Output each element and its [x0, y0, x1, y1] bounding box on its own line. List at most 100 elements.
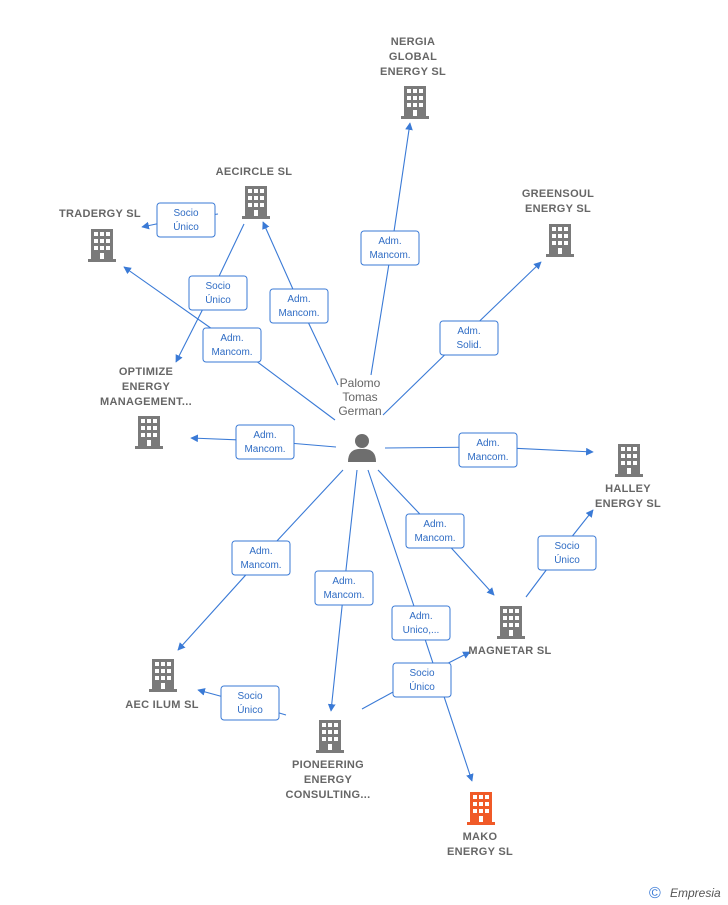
edge-label-p-mako[interactable]: Adm. Unico,...: [391, 605, 451, 641]
edge-label-box: [202, 327, 262, 363]
edge-label-text: Socio: [205, 281, 230, 292]
building-icon: [615, 444, 643, 477]
edge-label-text: Adm.: [287, 294, 310, 305]
edge-label-box: [269, 288, 329, 324]
edge-label-p-optimize[interactable]: Adm. Mancom.: [235, 424, 295, 460]
edge-label-box: [220, 685, 280, 721]
edge-label-p-tradergy[interactable]: Adm.Mancom.: [202, 327, 262, 363]
company-name: OPTIMIZE: [119, 366, 173, 378]
edge-label-p-aecilum[interactable]: Adm. Mancom.: [231, 540, 291, 576]
company-name: AECIRCLE SL: [216, 166, 293, 178]
company-node-aecircle[interactable]: AECIRCLE SL: [216, 166, 293, 219]
edge-label-text: Adm.: [457, 326, 480, 337]
building-icon: [497, 606, 525, 639]
company-name: AEC ILUM SL: [125, 699, 199, 711]
edge-label-box: [156, 202, 216, 238]
edge-label-text: Único: [409, 680, 435, 693]
edge-label-p-greensoul[interactable]: Adm. Solid.: [439, 320, 499, 356]
edge-label-box: [231, 540, 291, 576]
edge-label-box: [188, 275, 248, 311]
company-name: PIONEERING: [292, 759, 364, 771]
edge-label-text: Adm.: [249, 546, 272, 557]
edge-label-text: Mancom.: [240, 560, 281, 571]
brand-logo[interactable]: Empresia: [670, 886, 721, 900]
company-node-greensoul[interactable]: GREENSOUL ENERGY SL: [522, 188, 594, 257]
edge-label-p-magnetar[interactable]: Adm. Mancom.: [405, 513, 465, 549]
edge-label-text: Adm.: [253, 430, 276, 441]
company-name: ENERGY SL: [380, 66, 446, 78]
edge-label-text: Mancom.: [369, 250, 410, 261]
edge-label-text: Adm.: [476, 438, 499, 449]
edge-label-text: Adm.: [423, 519, 446, 530]
edge-label-text: Mancom.: [467, 452, 508, 463]
company-node-tradergy[interactable]: TRADERGY SL: [59, 208, 141, 262]
company-node-nergia[interactable]: NERGIA GLOBAL ENERGY SL: [380, 36, 446, 119]
edge-label-text: Único: [173, 220, 199, 233]
edge-label-box: [458, 432, 518, 468]
edge-labels-layer: Adm. Mancom. Adm. Mancom. Adm. Mancom. Adm. Sol…: [156, 202, 597, 721]
edge-label-box: [537, 535, 597, 571]
edge-label-box: [391, 605, 451, 641]
company-name: MANAGEMENT...: [100, 396, 192, 408]
company-node-aecilum[interactable]: AEC ILUM SL: [125, 659, 199, 711]
edge-label-text: Adm.: [378, 236, 401, 247]
nodes-layer: NERGIA GLOBAL ENERGY SL AECIRCLE SL TRADERGY…: [59, 36, 661, 858]
person-icon-body: [348, 448, 376, 462]
building-icon: [135, 416, 163, 449]
building-icon: [401, 86, 429, 119]
building-icon: [88, 229, 116, 262]
company-node-optimize[interactable]: OPTIMIZE ENERGY MANAGEMENT...: [100, 366, 192, 449]
edge-label-p-aecircle[interactable]: Adm. Mancom.: [269, 288, 329, 324]
edge-label-p-nergia[interactable]: Adm. Mancom.: [360, 230, 420, 266]
company-name: ENERGY: [304, 774, 353, 786]
company-name: GREENSOUL: [522, 188, 594, 200]
person-name: German: [338, 404, 381, 418]
edge-label-text: Mancom.: [278, 308, 319, 319]
company-name: ENERGY: [122, 381, 171, 393]
edge-label-text: Mancom.: [211, 347, 252, 358]
company-name: MAKO: [463, 831, 498, 843]
edge-label-text: Único: [205, 293, 231, 306]
edge-label-box: [314, 570, 374, 606]
edge-label-text: Socio: [237, 691, 262, 702]
company-name: CONSULTING...: [286, 789, 371, 801]
company-name: ENERGY SL: [525, 203, 591, 215]
edge-label-p-pioneering[interactable]: Adm.Mancom.: [314, 570, 374, 606]
copyright-symbol: ©: [649, 885, 661, 902]
edge-label-text: Mancom.: [244, 444, 285, 455]
building-icon: [149, 659, 177, 692]
company-name: NERGIA: [391, 36, 436, 48]
person-name: Tomas: [342, 390, 377, 404]
edge-label-text: Socio: [409, 668, 434, 679]
building-icon: [467, 792, 495, 825]
company-node-halley[interactable]: HALLEY ENERGY SL: [595, 444, 661, 510]
edge-label-text: Socio: [173, 208, 198, 219]
edge-label-text: Adm.: [409, 611, 432, 622]
edge-label-text: Adm.: [332, 576, 355, 587]
company-name: ENERGY SL: [595, 498, 661, 510]
edge-label-text: Mancom.: [414, 533, 455, 544]
edge-label-text: Solid.: [456, 340, 481, 351]
building-icon: [316, 720, 344, 753]
person-name: Palomo: [340, 376, 381, 390]
edge-label-p-halley[interactable]: Adm. Mancom.: [458, 432, 518, 468]
building-icon: [546, 224, 574, 257]
edge-label-box: [439, 320, 499, 356]
edge-label-text: Único: [554, 553, 580, 566]
person-icon: [355, 434, 369, 448]
company-name: HALLEY: [605, 483, 651, 495]
company-node-magnetar[interactable]: MAGNETAR SL: [468, 606, 551, 657]
company-name: ENERGY SL: [447, 846, 513, 858]
company-node-pioneering[interactable]: PIONEERING ENERGY CONSULTING...: [286, 720, 371, 801]
edge-label-text: Unico,...: [403, 625, 440, 636]
company-node-mako[interactable]: MAKO ENERGY SL: [447, 792, 513, 858]
company-name: GLOBAL: [389, 51, 437, 63]
company-name: TRADERGY SL: [59, 208, 141, 220]
